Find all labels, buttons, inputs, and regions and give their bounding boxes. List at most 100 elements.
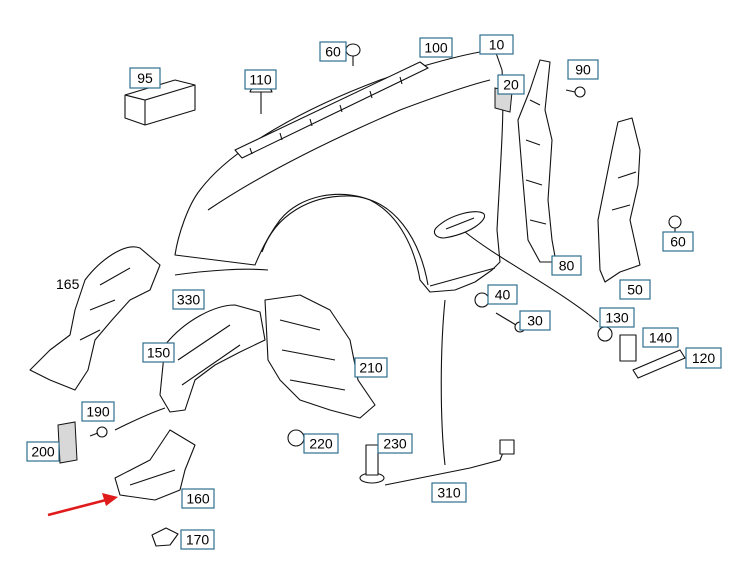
callout-c10: 10 <box>479 34 514 55</box>
callout-label: 90 <box>575 62 591 78</box>
callout-box <box>180 529 215 550</box>
clip-170-part <box>151 527 179 547</box>
callout-label: 20 <box>503 77 519 93</box>
underbody-panel-160-part <box>114 429 196 501</box>
callout-box <box>129 67 161 89</box>
callout-label: 330 <box>177 292 201 308</box>
callout-label: 310 <box>437 485 461 501</box>
callout-label: 30 <box>527 313 543 329</box>
callout-label: 95 <box>137 70 153 86</box>
callout-c310: 310 <box>431 482 467 503</box>
callout-box <box>81 401 115 422</box>
wheel-liner-165-part <box>29 246 161 391</box>
callout-label: 120 <box>692 350 716 366</box>
callout-box <box>142 342 175 363</box>
callout-c220: 220 <box>303 433 339 454</box>
callout-box <box>567 59 599 80</box>
callout-label: 160 <box>186 491 210 507</box>
callout-c230: 230 <box>377 433 413 454</box>
strip-120-part <box>632 349 686 379</box>
screw-190-part <box>89 426 108 438</box>
seal-strip-80-part <box>517 59 557 263</box>
callout-box <box>244 69 277 90</box>
callout-label: 100 <box>424 40 448 56</box>
callout-label: 170 <box>186 532 210 548</box>
callout-label: 80 <box>559 258 575 274</box>
callout-c150: 150 <box>142 342 175 363</box>
callout-c80: 80 <box>551 255 582 276</box>
callout-c110: 110 <box>244 69 277 90</box>
trim-strip-330-part <box>174 268 269 276</box>
panel-50-part <box>597 117 641 283</box>
callout-c130: 130 <box>599 307 635 328</box>
trim-strip-part <box>234 61 429 159</box>
grommet-130-part <box>597 326 613 342</box>
clip-60-top-part <box>345 43 361 66</box>
callout-c200: 200 <box>26 441 60 462</box>
callout-label: 210 <box>359 360 383 376</box>
clip-90-part <box>565 86 586 98</box>
callout-group: 60 100 10 95 110 20 90 60 80 50 330 40 30 130 140 120 15… <box>26 34 722 550</box>
side-marker-part <box>433 211 486 239</box>
callout-box <box>431 482 467 503</box>
callout-box <box>497 74 525 95</box>
block-95-part <box>124 79 196 126</box>
callout-label: 150 <box>147 345 171 361</box>
callout-box <box>479 34 514 55</box>
callout-label: 230 <box>383 436 407 452</box>
callout-c140: 140 <box>642 327 679 348</box>
callout-box <box>319 41 347 62</box>
callout-c95: 95 <box>129 67 161 89</box>
part-label-165: 165 <box>56 276 80 292</box>
nut-220-part <box>287 429 305 447</box>
callout-box <box>377 433 413 454</box>
callout-box <box>619 279 651 300</box>
nut-40-part <box>474 292 490 308</box>
callout-label: 60 <box>325 44 341 60</box>
callout-label: 50 <box>627 282 643 298</box>
callout-box <box>551 255 582 276</box>
callout-c190: 190 <box>81 401 115 422</box>
callout-box <box>26 441 60 462</box>
callout-c330: 330 <box>172 289 205 310</box>
callout-c90: 90 <box>567 59 599 80</box>
callout-box <box>487 284 518 305</box>
callout-c50: 50 <box>619 279 651 300</box>
callout-c160: 160 <box>181 488 215 509</box>
callout-box <box>303 433 339 454</box>
connector-arrows <box>114 231 599 466</box>
callout-c20: 20 <box>497 74 525 95</box>
callout-box <box>685 347 722 369</box>
callout-label: 40 <box>495 287 511 303</box>
wheel-liner-210-part <box>264 294 376 419</box>
callout-label: 130 <box>605 310 629 326</box>
callout-c120: 120 <box>685 347 722 369</box>
callout-c170: 170 <box>180 529 215 550</box>
callout-box <box>599 307 635 328</box>
wheel-liner-150-part <box>159 304 266 413</box>
callout-c100: 100 <box>419 37 453 58</box>
lamp-140-part <box>619 334 637 362</box>
callout-c210: 210 <box>354 357 388 378</box>
callout-label: 140 <box>649 330 673 346</box>
callout-box <box>662 231 694 252</box>
red-pointer-arrow <box>47 493 118 517</box>
callout-label: 200 <box>31 444 55 460</box>
fender-part <box>174 49 504 293</box>
push-clip-230-part <box>359 444 385 484</box>
callout-label: 110 <box>249 72 272 88</box>
callout-box <box>354 357 388 378</box>
callout-box <box>181 488 215 509</box>
callout-label: 60 <box>670 234 686 250</box>
callout-c30: 30 <box>519 310 551 331</box>
bracket-200-part <box>57 421 78 464</box>
callout-box <box>642 327 679 348</box>
callout-box <box>419 37 453 58</box>
callout-label: 10 <box>489 37 505 53</box>
callout-label: 190 <box>86 404 110 420</box>
callout-c60a: 60 <box>319 41 347 62</box>
callout-c40: 40 <box>487 284 518 305</box>
callout-label: 220 <box>309 436 333 452</box>
callout-box <box>172 289 205 310</box>
